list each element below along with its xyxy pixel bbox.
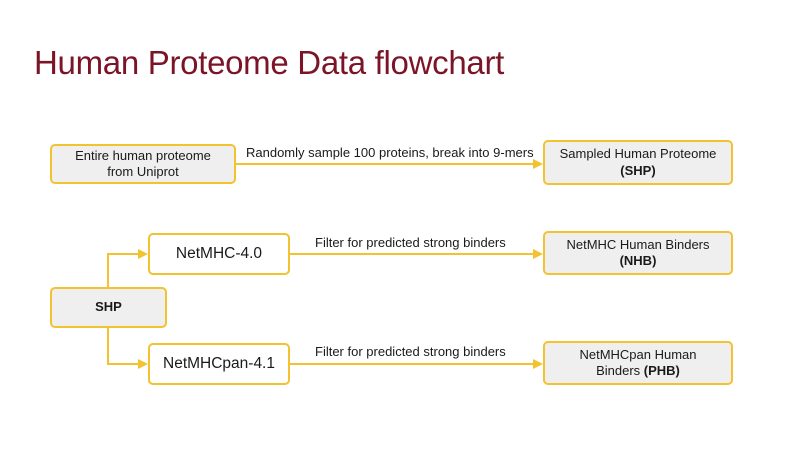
node-phb-line2-bold: (PHB) — [643, 363, 680, 378]
node-entire-proteome: Entire human proteome from Uniprot — [50, 144, 236, 184]
node-phb-line2: Binders (PHB) — [579, 363, 696, 379]
node-entire-proteome-line2: from Uniprot — [107, 164, 179, 179]
node-netmhc: NetMHC-4.0 — [148, 233, 290, 275]
node-phb: NetMHCpan Human Binders (PHB) — [543, 341, 733, 385]
node-phb-line2-pre: Binders — [596, 363, 644, 378]
node-shp-label: SHP — [95, 299, 122, 315]
node-sampled-human-proteome: Sampled Human Proteome (SHP) — [543, 140, 733, 185]
node-shp-line2: (SHP) — [620, 162, 656, 178]
node-netmhc-label: NetMHC-4.0 — [175, 245, 263, 263]
node-netmhcpan: NetMHCpan-4.1 — [148, 343, 290, 385]
node-entire-proteome-line1: Entire human proteome — [75, 147, 211, 163]
arrow-shp-to-netmhcpan — [107, 328, 148, 369]
edge-label-filter-nhb: Filter for predicted strong binders — [315, 235, 506, 250]
node-nhb-line2: (NHB) — [619, 253, 657, 268]
node-phb-line1: NetMHCpan Human — [579, 346, 697, 362]
node-nhb: NetMHC Human Binders (NHB) — [543, 231, 733, 275]
node-netmhcpan-label: NetMHCpan-4.1 — [163, 355, 275, 373]
edge-label-sample: Randomly sample 100 proteins, break into… — [246, 145, 534, 160]
node-nhb-line1: NetMHC Human Binders — [566, 236, 710, 252]
node-shp-line1: Sampled Human Proteome — [559, 146, 717, 162]
node-shp: SHP — [50, 287, 167, 328]
edge-label-filter-phb: Filter for predicted strong binders — [315, 344, 506, 359]
page-title: Human Proteome Data flowchart — [34, 44, 505, 81]
arrow-shp-to-netmhc — [107, 249, 148, 288]
